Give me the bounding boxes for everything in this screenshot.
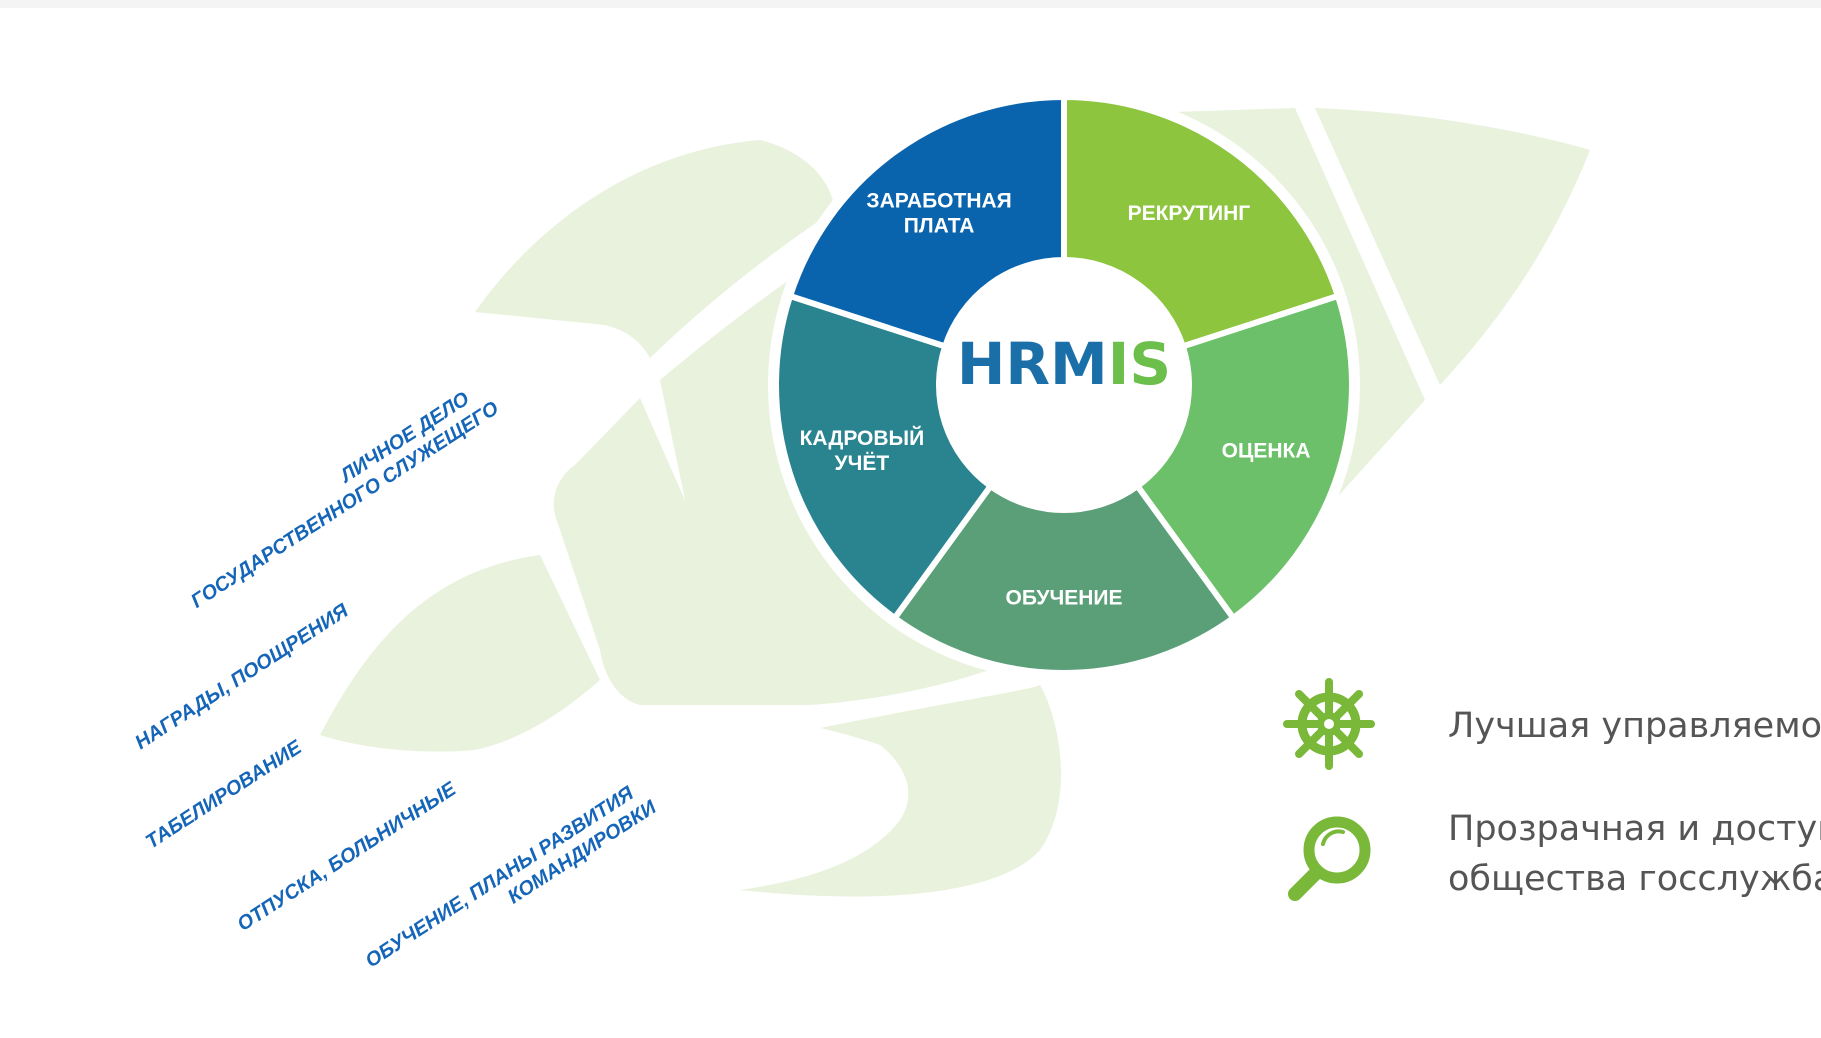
- segment-label-line: ОЦЕНКА: [1222, 440, 1311, 463]
- side-label-awards: НАГРАДЫ, ПООЩРЕНИЯ: [131, 600, 352, 754]
- benefit-text-1: Лучшая управляемос: [1448, 706, 1821, 746]
- side-label-personal-file: ЛИЧНОЕ ДЕЛО ГОСУДАРСТВЕННОГО СЛУЖЕЩЕГО: [174, 377, 503, 613]
- segment-payroll: [786, 93, 1067, 351]
- magnifier-icon: [1288, 816, 1371, 901]
- center-title-part1: HRM: [957, 330, 1108, 398]
- side-label-line: ГОСУДАРСТВЕННОГО СЛУЖЕЩЕГО: [187, 397, 503, 613]
- benefit-text-2b: общества госслужба: [1448, 859, 1821, 899]
- segment-hr-records: [773, 292, 995, 623]
- segment-label-line: ОБУЧЕНИЕ: [1006, 587, 1123, 610]
- leaf-bottom: [740, 685, 1061, 897]
- leaf-right-tip: [1315, 108, 1590, 385]
- segment-label-line: УЧЁТ: [835, 452, 890, 475]
- center-title-part2: IS: [1108, 330, 1171, 398]
- side-label-line: ТАБЕЛИРОВАНИЕ: [142, 736, 306, 853]
- side-label-line: НАГРАДЫ, ПООЩРЕНИЯ: [131, 600, 352, 754]
- segment-assessment-label: ОЦЕНКА: [1222, 440, 1311, 463]
- ring-center: [942, 263, 1186, 507]
- segment-training: [890, 481, 1238, 676]
- segment-training-label: ОБУЧЕНИЕ: [1006, 587, 1123, 610]
- benefits-list: Лучшая управляемос Прозрачная и доступ о…: [1283, 678, 1821, 901]
- segment-label-line: РЕКРУТИНГ: [1128, 202, 1251, 225]
- benefit-text-2a: Прозрачная и доступ: [1448, 809, 1821, 849]
- hrmis-center-title: HRMIS: [957, 330, 1171, 398]
- leaf-left-tail: [553, 398, 775, 705]
- leaf-small-left: [320, 555, 600, 752]
- helm-wheel-icon: [1283, 678, 1375, 770]
- segment-label-line: ПЛАТА: [904, 215, 975, 238]
- segment-label-line: КАДРОВЫЙ: [800, 426, 925, 450]
- side-label-timesheet: ТАБЕЛИРОВАНИЕ: [142, 736, 306, 853]
- segment-recruiting-label: РЕКРУТИНГ: [1128, 202, 1251, 225]
- segment-assessment: [1133, 292, 1355, 623]
- segment-recruiting: [1061, 93, 1342, 351]
- leaf-top-left: [475, 140, 835, 358]
- segment-label-line: ЗАРАБОТНАЯ: [866, 190, 1011, 213]
